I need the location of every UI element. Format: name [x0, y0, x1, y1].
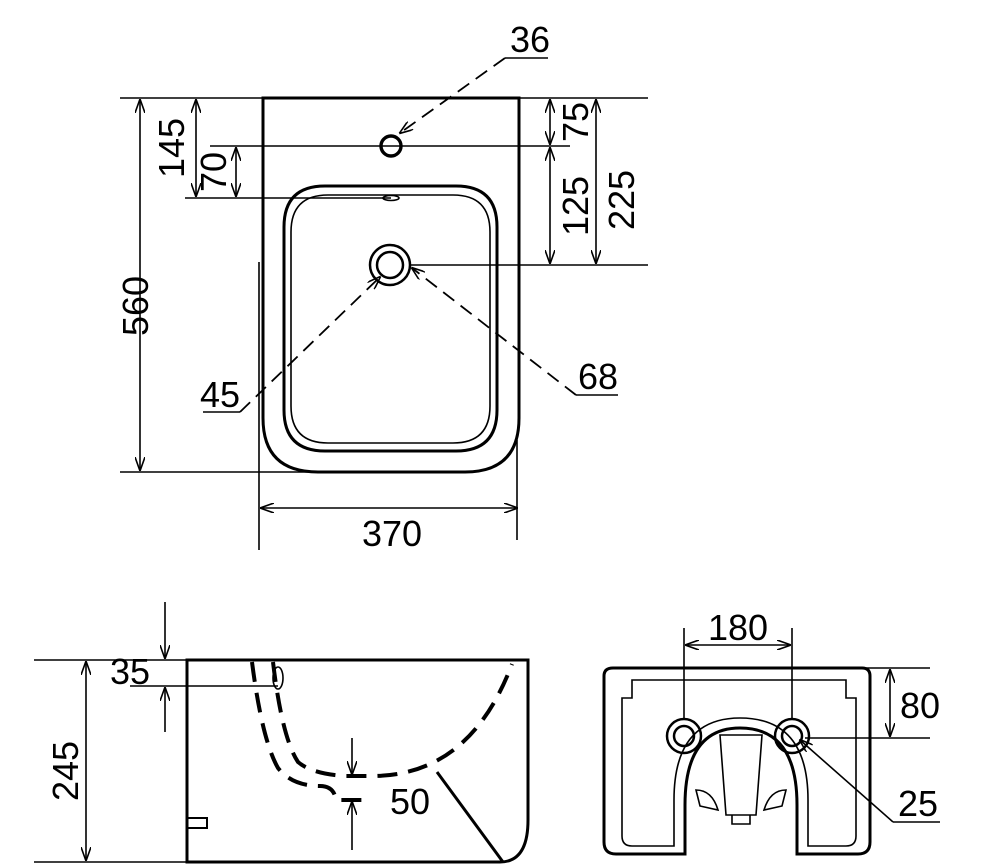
drain-inner-label: 45 — [200, 374, 240, 415]
tap-hole-label: 36 — [510, 19, 550, 60]
dim-75-label: 75 — [555, 102, 596, 142]
dim-125-label: 125 — [555, 176, 596, 236]
top-view-bowl-inner — [290, 194, 491, 444]
drain-inner — [375, 250, 405, 280]
dim-145-label: 145 — [151, 118, 192, 178]
dim-50-label: 50 — [390, 781, 430, 822]
dim-370-label: 370 — [362, 513, 422, 554]
mounting-hole-right — [773, 717, 811, 755]
back-view-outline — [602, 666, 872, 856]
dim-560-label: 560 — [115, 276, 156, 336]
drain-outer-label: 68 — [578, 356, 618, 397]
side-view-bowl-dashed — [250, 661, 368, 802]
top-view-bowl-outer — [282, 184, 499, 453]
top-view-outline — [261, 96, 521, 474]
dim-80-label: 80 — [900, 685, 940, 726]
dim-180-label: 180 — [708, 607, 768, 648]
dim-70-label: 70 — [193, 152, 234, 192]
side-view: 245 35 50 — [34, 602, 530, 864]
dim-35-label: 35 — [110, 651, 150, 692]
top-view: 560 145 70 75 125 225 370 36 68 45 — [115, 19, 648, 554]
dim-245-label: 245 — [45, 741, 86, 801]
dim-25-label: 25 — [898, 783, 938, 824]
side-view-outline — [185, 658, 530, 864]
back-view: 180 80 25 — [602, 607, 940, 856]
dim-225-label: 225 — [601, 170, 642, 230]
